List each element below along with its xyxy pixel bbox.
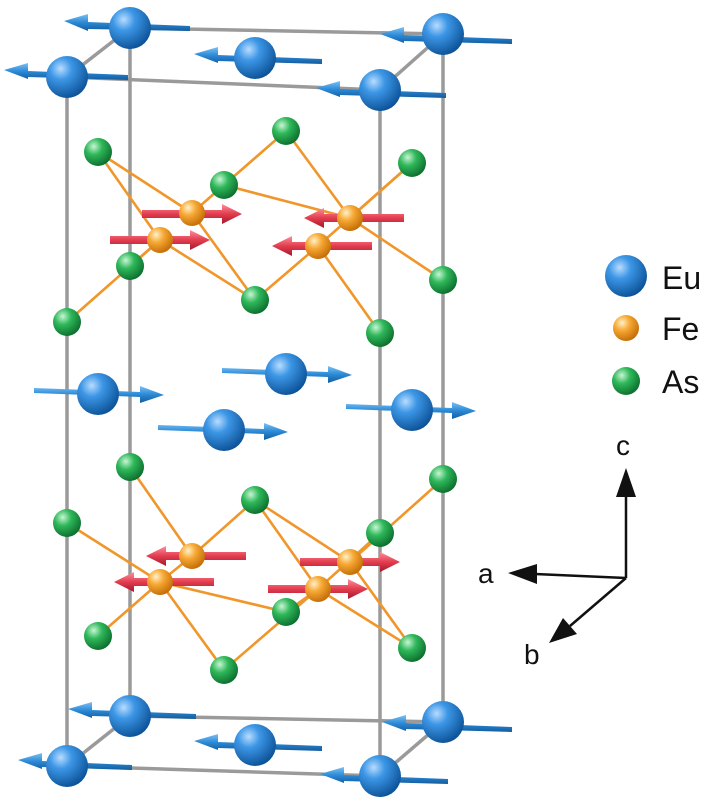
as-atom xyxy=(398,634,426,662)
eu-spin-arrow xyxy=(380,27,512,44)
axis-b-label: b xyxy=(524,639,540,670)
eu-atom xyxy=(203,409,245,451)
eu-atom xyxy=(391,389,433,431)
fe-atom xyxy=(179,543,205,569)
bond xyxy=(284,129,352,220)
fe-atoms xyxy=(147,200,363,602)
legend: Eu Fe As xyxy=(605,255,701,400)
eu-atoms xyxy=(46,7,464,797)
fe-spin-arrows xyxy=(110,204,404,599)
as-atom xyxy=(53,308,81,336)
eu-spin-arrow xyxy=(68,702,196,719)
bond xyxy=(158,580,288,614)
as-atom xyxy=(272,598,300,626)
fe-atom xyxy=(147,227,173,253)
as-atom xyxy=(241,486,269,514)
eu-spin-arrow xyxy=(382,715,512,732)
as-atom xyxy=(429,465,457,493)
bond xyxy=(348,560,414,650)
legend-fe-swatch xyxy=(613,315,639,341)
as-atom xyxy=(210,656,238,684)
eu-spin-arrow xyxy=(320,767,448,784)
bond xyxy=(222,183,352,220)
c-axis-arrowhead xyxy=(616,468,636,497)
eu-atom xyxy=(234,37,276,79)
as-atom xyxy=(429,266,457,294)
eu-atom xyxy=(77,373,119,415)
bond xyxy=(158,238,257,302)
bond xyxy=(190,211,257,302)
legend-as-swatch xyxy=(612,367,640,395)
b-axis-line xyxy=(569,577,627,627)
unit-cell-edges xyxy=(65,26,445,778)
as-atom xyxy=(272,117,300,145)
eu-atom xyxy=(109,695,151,737)
a-axis-line xyxy=(534,572,627,580)
axis-a-label: a xyxy=(478,558,494,589)
bond xyxy=(65,521,162,584)
as-atom xyxy=(116,252,144,280)
as-atom xyxy=(366,519,394,547)
a-axis-arrowhead xyxy=(508,564,537,584)
as-atom xyxy=(366,319,394,347)
axis-triad xyxy=(508,468,636,643)
bond xyxy=(316,161,414,248)
fe-atom xyxy=(305,233,331,259)
fe-atom xyxy=(147,569,173,595)
legend-eu-label: Eu xyxy=(662,260,701,296)
bond xyxy=(316,587,414,650)
as-atom xyxy=(116,453,144,481)
as-atoms xyxy=(53,117,457,684)
legend-eu-swatch xyxy=(605,255,647,297)
bond xyxy=(190,498,257,558)
legend-as-label: As xyxy=(662,364,699,400)
bond xyxy=(65,238,162,324)
bond xyxy=(316,244,382,335)
bond xyxy=(222,587,320,672)
as-atom xyxy=(210,171,238,199)
fe-atom xyxy=(337,549,363,575)
bond xyxy=(158,580,226,672)
eu-atom xyxy=(422,13,464,55)
b-axis-arrowhead xyxy=(549,618,577,643)
as-atom xyxy=(241,286,269,314)
as-atom xyxy=(53,509,81,537)
eu-atom xyxy=(46,745,88,787)
eu-spin-arrow xyxy=(194,47,322,64)
bond xyxy=(128,465,194,558)
bond xyxy=(96,150,162,242)
bond xyxy=(253,498,320,591)
eu-spin-arrow xyxy=(194,734,322,751)
eu-atom xyxy=(109,7,151,49)
eu-atom xyxy=(265,353,307,395)
fe-as-bonds xyxy=(65,129,445,672)
fe-atom xyxy=(337,205,363,231)
bond xyxy=(96,150,194,215)
legend-fe-label: Fe xyxy=(662,311,699,347)
eu-atom xyxy=(46,56,88,98)
axis-c-label: c xyxy=(616,430,630,461)
bond xyxy=(253,498,352,564)
bond xyxy=(348,216,445,282)
eu-atom xyxy=(359,69,401,111)
fe-atom xyxy=(179,200,205,226)
eu-atom xyxy=(359,755,401,797)
eu-atom xyxy=(234,724,276,766)
as-atom xyxy=(84,622,112,650)
eu-spin-arrow xyxy=(4,63,128,80)
eu-atom xyxy=(422,701,464,743)
as-atom xyxy=(398,149,426,177)
fe-atom xyxy=(305,576,331,602)
eu-spin-arrow xyxy=(64,14,190,31)
eu-spin-arrow xyxy=(316,81,446,98)
as-atom xyxy=(84,138,112,166)
eu-spin-arrows xyxy=(4,14,512,784)
bond xyxy=(348,477,445,564)
